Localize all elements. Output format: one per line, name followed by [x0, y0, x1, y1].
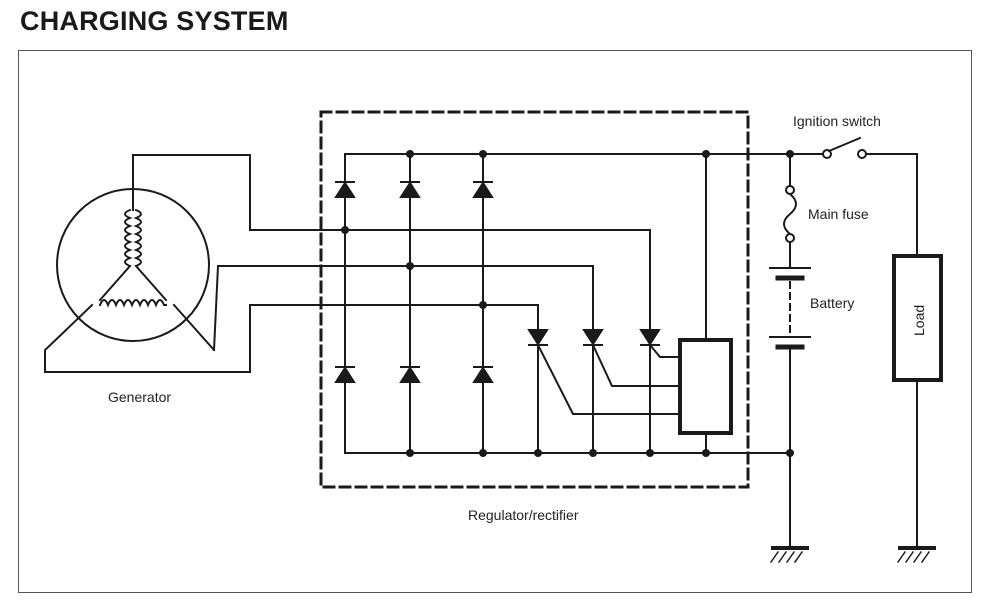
generator-label: Generator: [108, 389, 171, 405]
diode-bottom-1: [334, 366, 356, 383]
coil-left: [98, 208, 133, 302]
ignition-switch-label: Ignition switch: [793, 113, 881, 129]
load-label: Load: [911, 305, 927, 336]
regulator-label: Regulator/rectifier: [468, 507, 579, 523]
coil-right: [133, 208, 168, 302]
scr-1: [527, 329, 549, 346]
diode-top-1: [334, 181, 356, 198]
generator: [44, 154, 484, 373]
junctions: [341, 150, 794, 457]
main-fuse-label: Main fuse: [808, 206, 869, 222]
diode-top-2: [399, 181, 421, 198]
page-title: CHARGING SYSTEM: [20, 6, 289, 36]
diagram-frame: [18, 50, 972, 593]
diode-bottom-2: [399, 366, 421, 383]
battery-label: Battery: [810, 295, 854, 311]
control-unit: [678, 338, 733, 435]
diode-top-3: [472, 181, 494, 198]
scr-2: [582, 329, 604, 346]
regulator-box: [319, 110, 750, 489]
scr-3: [639, 329, 661, 346]
diode-bottom-3: [472, 366, 494, 383]
coil-bottom: [98, 299, 167, 308]
